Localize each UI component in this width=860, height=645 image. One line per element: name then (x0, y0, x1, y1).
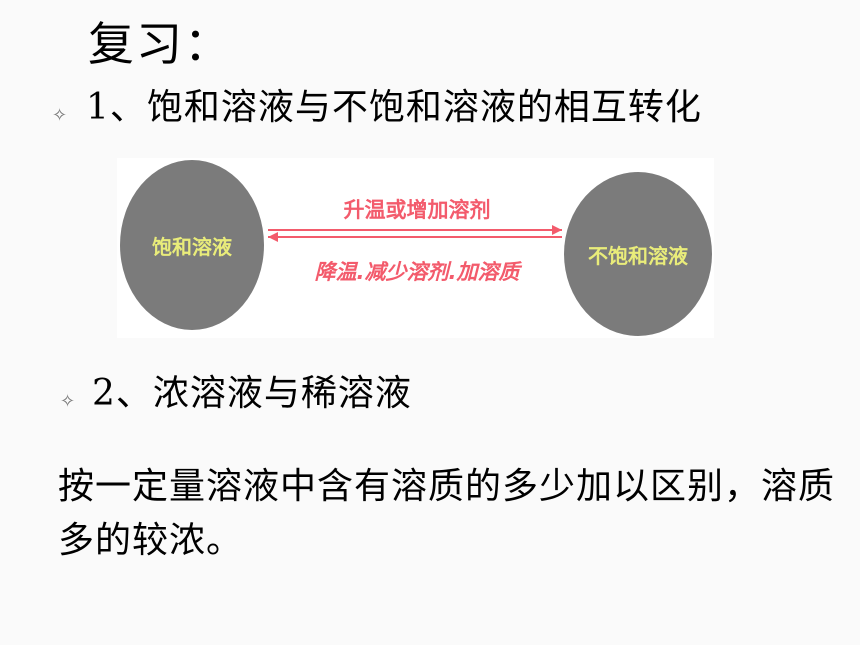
conversion-diagram: 饱和溶液 不饱和溶液 升温或增加溶剂 降温.减少溶剂.加溶质 (117, 158, 714, 338)
unsaturated-solution-label: 不饱和溶液 (588, 243, 688, 268)
bottom-arrow-label: 降温.减少溶剂.加溶质 (314, 260, 520, 284)
bullet-icon: ✧ (60, 391, 76, 412)
saturated-solution-circle: 饱和溶液 (120, 160, 264, 330)
point-1-heading: 1、饱和溶液与不饱和溶液的相互转化 (86, 87, 702, 128)
saturated-solution-label: 饱和溶液 (152, 234, 232, 259)
definition-paragraph: 按一定量溶液中含有溶质的多少加以区别，溶质多的较浓。 (58, 466, 836, 561)
unsaturated-solution-circle: 不饱和溶液 (564, 172, 712, 336)
point-2-heading: 2、浓溶液与稀溶液 (92, 373, 412, 414)
double-arrow (268, 225, 562, 242)
bullet-icon: ✧ (52, 105, 68, 126)
top-arrow-label: 升温或增加溶剂 (343, 198, 491, 222)
slide-title: 复习： (88, 17, 232, 71)
